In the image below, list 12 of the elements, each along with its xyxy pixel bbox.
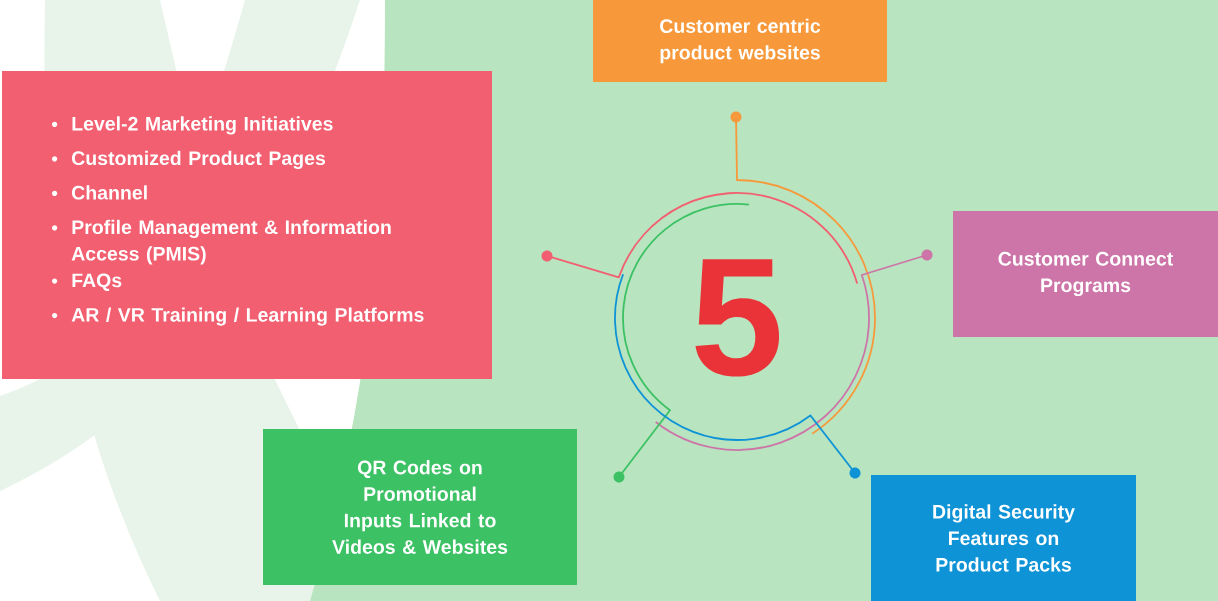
bullet-item: AR / VR Training / Learning Platforms [71, 307, 424, 326]
bullet-item: FAQs [72, 273, 122, 291]
text-box: Digital Security Features on Product Packs [871, 475, 1136, 601]
text-box: QR Codes on Promotional Inputs Linked to Videos & Websites [263, 429, 577, 585]
text-box: Customer Connect Programs [953, 211, 1218, 337]
bullet-item: Customized Product Pages [72, 150, 325, 170]
text-box: Customer centric product websites [593, 0, 887, 82]
big-numeral: 5 [695, 259, 780, 377]
bullet-item: Level-2 Marketing Initiatives [72, 116, 333, 135]
bullet-list-box [2, 71, 492, 379]
bullet-item: Channel [72, 185, 147, 200]
bullet-item: Profile Management & Information Access (PMIS) [71, 219, 391, 265]
